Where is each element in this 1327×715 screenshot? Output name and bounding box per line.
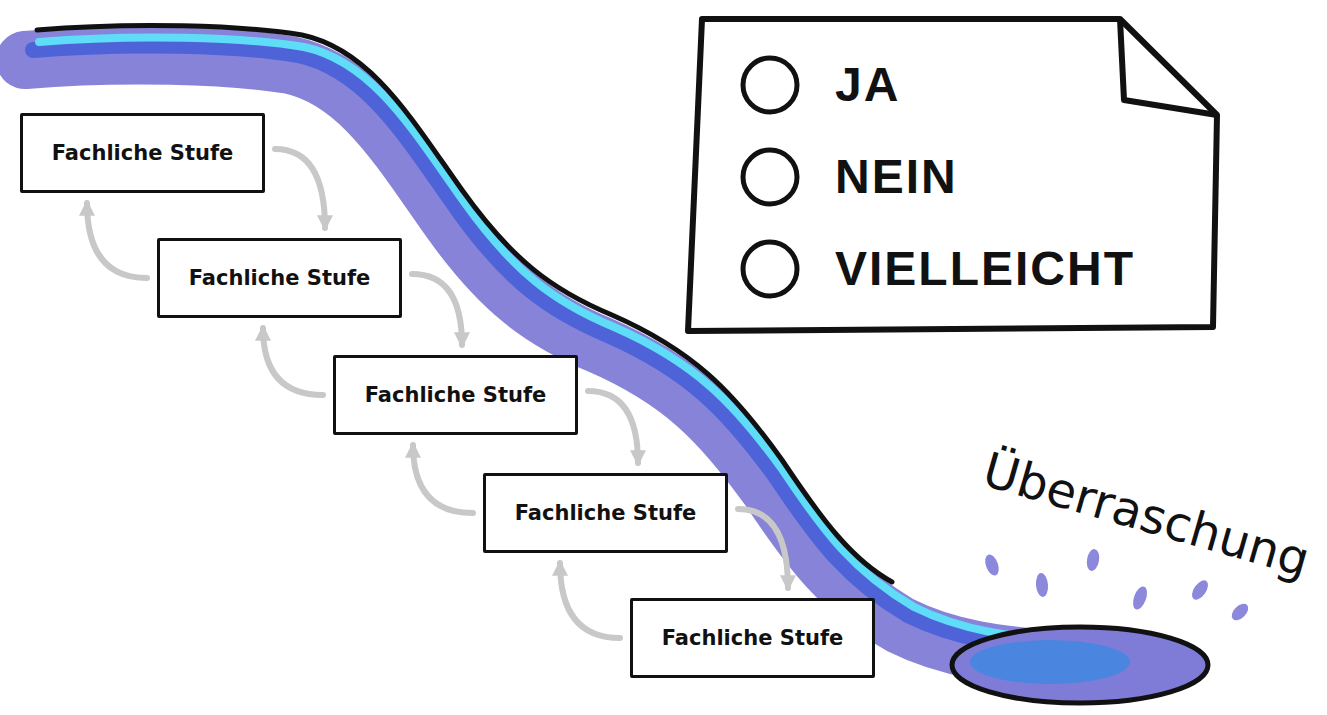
step-label: Fachliche Stufe <box>52 141 234 165</box>
option-text: NEIN <box>835 131 1225 223</box>
step-arrow <box>412 274 462 345</box>
step-label: Fachliche Stufe <box>365 383 547 407</box>
option-text: VIELLEICHT <box>835 223 1225 315</box>
step-arrow <box>588 391 638 463</box>
step-arrow <box>275 149 325 228</box>
step-label: Fachliche Stufe <box>189 266 371 290</box>
step-arrow <box>560 563 620 638</box>
step-arrow <box>87 203 147 278</box>
step-label: Fachliche Stufe <box>515 501 697 525</box>
step-box: Fachliche Stufe <box>157 238 402 318</box>
step-box: Fachliche Stufe <box>333 355 578 435</box>
step-box: Fachliche Stufe <box>630 598 875 678</box>
step-arrow <box>738 509 788 588</box>
step-box: Fachliche Stufe <box>20 113 265 193</box>
note-card: JANEINVIELLEICHT <box>680 15 1225 335</box>
pool-deep <box>970 640 1130 684</box>
step-box: Fachliche Stufe <box>483 473 728 553</box>
pool <box>952 627 1208 703</box>
surprise-label: Überraschung <box>977 441 1316 588</box>
step-arrow <box>263 328 323 395</box>
option-text: JA <box>835 39 1225 131</box>
step-label: Fachliche Stufe <box>662 626 844 650</box>
step-arrow <box>413 445 473 513</box>
